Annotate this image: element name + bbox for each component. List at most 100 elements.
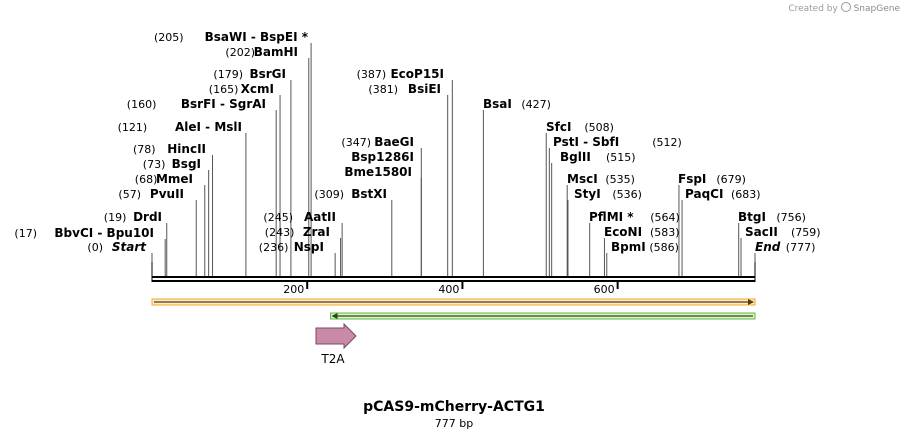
- ruler-tick-label: 600: [594, 283, 615, 296]
- site-position: (0): [87, 241, 103, 254]
- restriction-site: AatII (245): [263, 210, 336, 224]
- restriction-site: BglII (515): [560, 150, 636, 164]
- site-name: SacII: [745, 225, 778, 239]
- site-position: (387): [357, 68, 387, 81]
- restriction-site: EcoP15I(387): [357, 67, 444, 81]
- site-position: (57): [118, 188, 141, 201]
- site-position: (205): [154, 31, 184, 44]
- site-name: Start: [112, 240, 147, 254]
- site-position: (564): [650, 211, 680, 224]
- site-position: (243): [265, 226, 295, 239]
- site-name: PstI - SbfI: [553, 135, 619, 149]
- site-position: (777): [786, 241, 816, 254]
- restriction-site: PflMI * (564): [589, 210, 680, 224]
- site-name: StyI: [574, 187, 601, 201]
- site-name: Bsp1286I: [351, 150, 414, 164]
- site-position: (78): [133, 143, 156, 156]
- site-position: (427): [521, 98, 551, 111]
- backbone-top: [152, 276, 755, 278]
- orange-forward-feature: [151, 298, 756, 306]
- restriction-site: BamHI(202): [225, 45, 298, 59]
- site-name: MscI: [567, 172, 598, 186]
- restriction-site: Start (0): [87, 240, 147, 254]
- site-name: NspI: [294, 240, 324, 254]
- restriction-site: BaeGI(347): [341, 135, 414, 149]
- plasmid-length: 777 bp: [434, 417, 474, 430]
- restriction-site: BsgI(73): [143, 157, 201, 171]
- site-name: BsaWI - BspEI *: [205, 30, 309, 44]
- restriction-site: BsaI (427): [483, 97, 551, 111]
- site-name: BsaI: [483, 97, 512, 111]
- site-name: BstXI: [351, 187, 387, 201]
- site-position: (179): [213, 68, 243, 81]
- green-reverse-feature: [329, 312, 756, 320]
- site-name: PaqCI: [685, 187, 723, 201]
- site-name: HincII: [167, 142, 206, 156]
- site-position: (536): [612, 188, 642, 201]
- restriction-site: StyI (536): [574, 187, 642, 201]
- restriction-site: BsaWI - BspEI * (205): [154, 30, 309, 44]
- arrow-head-right-icon: [748, 299, 754, 305]
- restriction-site: PvuII (57): [118, 187, 184, 201]
- site-position: (756): [776, 211, 806, 224]
- site-name: BamHI: [254, 45, 298, 59]
- restriction-site: PaqCI(683): [685, 187, 761, 201]
- ruler-tick-label: 400: [438, 283, 459, 296]
- site-name: SfcI: [546, 120, 571, 134]
- site-labels: Start(0)BbvCI - Bpu10I(17)DrdI(19)PvuII(…: [14, 30, 820, 254]
- site-name: BbvCI - Bpu10I: [54, 226, 154, 240]
- credit-prefix: Created by: [788, 4, 838, 14]
- site-position: (515): [606, 151, 636, 164]
- site-position: (583): [650, 226, 680, 239]
- restriction-site: HincII (78): [133, 142, 206, 156]
- site-position: (160): [127, 98, 157, 111]
- restriction-site: BpmI(586): [611, 240, 679, 254]
- restriction-site: XcmI(165): [209, 82, 274, 96]
- restriction-site: BsrFI - SgrAI(160): [127, 97, 266, 111]
- site-position: (68): [135, 173, 158, 186]
- restriction-site: BsiEI(381): [368, 82, 441, 96]
- site-name: EcoP15I: [390, 67, 444, 81]
- site-position: (347): [341, 136, 371, 149]
- arrow-head-left-icon: [331, 313, 338, 319]
- restriction-site: BtgI (756): [738, 210, 806, 224]
- site-name: End: [755, 240, 781, 254]
- site-position: (19): [104, 211, 127, 224]
- site-name: BsrGI: [249, 67, 286, 81]
- snapgene-logo-icon: [840, 2, 851, 12]
- t2a-arrow-icon: [315, 322, 357, 350]
- site-name: BaeGI: [374, 135, 414, 149]
- restriction-site: Bme1580I: [344, 165, 412, 179]
- site-position: (236): [259, 241, 289, 254]
- restriction-site: Bsp1286I: [351, 150, 414, 164]
- site-name: BpmI: [611, 240, 646, 254]
- site-position: (512): [652, 136, 682, 149]
- site-position: (759): [791, 226, 821, 239]
- ruler-tick-label: 200: [283, 283, 304, 296]
- site-position: (202): [225, 46, 255, 59]
- site-position: (381): [368, 83, 398, 96]
- site-position: (245): [263, 211, 293, 224]
- site-name: DrdI: [133, 210, 162, 224]
- restriction-site: ZraI(243): [265, 225, 330, 239]
- restriction-site: DrdI (19): [104, 210, 162, 224]
- site-position: (535): [605, 173, 635, 186]
- restriction-site: End (777): [755, 240, 815, 254]
- restriction-site: EcoNI (583): [604, 225, 680, 239]
- site-name: BglII: [560, 150, 591, 164]
- restriction-site: MscI (535): [567, 172, 635, 186]
- site-name: EcoNI: [604, 225, 642, 239]
- site-position: (508): [584, 121, 614, 134]
- site-position: (165): [209, 83, 239, 96]
- site-name: PvuII: [150, 187, 184, 201]
- credit-brand: SnapGene: [853, 4, 900, 14]
- t2a-feature: T2A: [315, 322, 357, 366]
- restriction-site: PstI - SbfI (512): [553, 135, 682, 149]
- site-name: BtgI: [738, 210, 766, 224]
- site-name: PflMI *: [589, 210, 634, 224]
- t2a-label: T2A: [320, 352, 345, 366]
- site-name: FspI: [678, 172, 706, 186]
- restriction-site: SacII (759): [745, 225, 821, 239]
- site-name: AatII: [304, 210, 336, 224]
